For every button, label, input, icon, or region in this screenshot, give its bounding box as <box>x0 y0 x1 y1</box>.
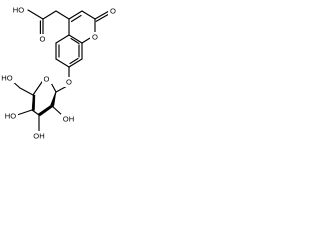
label-glycosidic-oxygen: O <box>66 78 72 87</box>
bond-c3-c2 <box>81 10 96 20</box>
bond-c7-c8 <box>68 58 83 68</box>
label-lactone-carbonyl-oxygen: O <box>110 7 116 16</box>
label-ch2oh-hydroxyl: HO <box>1 74 12 83</box>
bond-c1-c2 <box>50 91 57 106</box>
bond-c4-c3-double-b <box>70 14 82 23</box>
bond-carboxyl-c-oh <box>27 9 44 20</box>
bond-c3-c4 <box>31 109 40 116</box>
label-c4-hydroxyl: HO <box>5 112 16 121</box>
bond-c6-c7 <box>55 58 70 68</box>
bond-c2-o-double-b <box>95 12 111 22</box>
bond-c4a-c5 <box>55 34 70 44</box>
bond-c7-c8-inner <box>69 57 79 65</box>
bond-c4-c3-double-a <box>68 10 83 20</box>
label-c3-hydroxyl: OH <box>33 132 44 141</box>
label-sugar-ring-oxygen: O <box>44 75 50 84</box>
bond-c2-o-double-a <box>94 10 110 20</box>
label-carboxyl-hydroxyl: HO <box>13 6 24 15</box>
atom-labels: HO O O O O O HO HO OH OH <box>0 5 118 141</box>
acetic-acid-side-chain <box>27 9 70 36</box>
bond-ch2-c4 <box>55 10 70 20</box>
label-ring-oxygen: O <box>92 33 98 42</box>
chemical-structure-diagram: HO O O O O O HO HO OH OH <box>0 5 118 141</box>
wedge-c4-c5 <box>31 94 36 111</box>
bond-c4a-c8a-inner <box>70 37 80 45</box>
bond-c5-c6 <box>19 87 34 96</box>
galactose-ring <box>10 78 64 132</box>
coumarin-core <box>55 10 111 68</box>
label-carboxyl-oxygen: O <box>40 35 46 44</box>
bond-c4-oh <box>16 109 33 116</box>
bond-c8a-c4a <box>68 34 83 44</box>
bond-carboxyl-c-ch2 <box>42 10 57 20</box>
wedge-c2-c3 <box>37 104 55 117</box>
label-c2-hydroxyl: OH <box>63 115 74 124</box>
